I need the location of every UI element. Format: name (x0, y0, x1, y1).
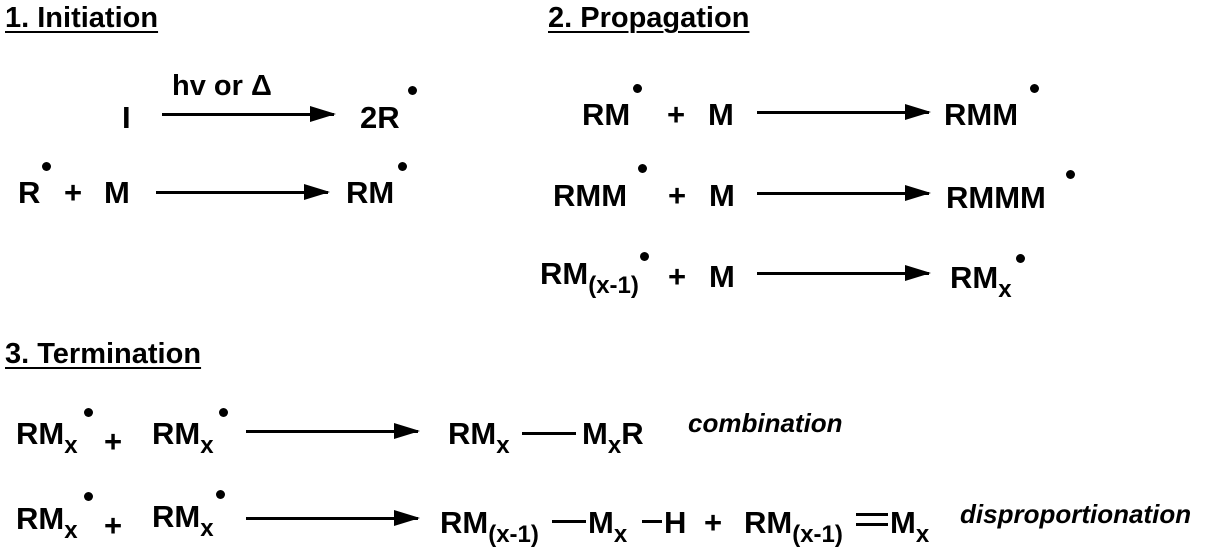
initiator-label: I (122, 100, 131, 135)
radical-dot (633, 84, 642, 93)
plus-sign: + (104, 508, 123, 543)
species-symbol: M (588, 505, 614, 540)
subscript: x (613, 521, 628, 548)
radical-reactant: RM(x-1) (540, 256, 639, 298)
plus-sign: + (667, 97, 686, 132)
subscript: x (200, 432, 214, 459)
product-radical: RM (346, 175, 395, 210)
reaction-type-label: combination (688, 408, 843, 438)
product-fragment: Mx (890, 505, 929, 547)
species-symbol: RM (448, 416, 497, 451)
heading-initiation: 1. Initiation (5, 2, 159, 34)
radical-dot (1030, 84, 1039, 93)
single-bond (522, 432, 576, 435)
species-symbol: RM (152, 499, 201, 534)
radical-reactant: RMx (152, 499, 214, 541)
radical-dot (84, 492, 93, 501)
single-bond (552, 520, 586, 523)
subscript: x (64, 432, 78, 459)
monomer: M (709, 259, 735, 294)
radical-dot (219, 408, 228, 417)
product-fragment: RM(x-1) (744, 505, 843, 547)
product-radical: RMMM (946, 180, 1046, 215)
radical-dot (42, 162, 51, 171)
radical-dot (216, 490, 225, 499)
subscript: (x-1) (488, 521, 539, 548)
plus-sign: + (704, 505, 723, 540)
heading-termination: 3. Termination (5, 338, 202, 370)
monomer: M (708, 97, 734, 132)
product-fragment: Mx (588, 505, 627, 547)
reaction-arrow (757, 185, 931, 201)
plus-sign: + (668, 259, 687, 294)
subscript: (x-1) (588, 272, 639, 299)
species-symbol: RM (152, 416, 201, 451)
species-symbol: RM (540, 256, 589, 291)
radical-reactant: RMx (16, 416, 78, 458)
reaction-arrow (246, 510, 420, 526)
radical-dot (84, 408, 93, 417)
species-symbol: M (582, 416, 608, 451)
species-symbol: RM (950, 260, 999, 295)
species-symbol: R (621, 416, 644, 451)
subscript: x (200, 515, 214, 542)
product-fragment: H (664, 505, 687, 540)
reaction-arrow (162, 106, 336, 122)
subscript: (x-1) (792, 521, 843, 548)
product-fragment: RMx (448, 416, 510, 458)
species-symbol: RM (744, 505, 793, 540)
reaction-type-label: disproportionation (960, 499, 1192, 529)
product-fragment: RM(x-1) (440, 505, 539, 547)
subscript: x (64, 517, 78, 544)
product-radical: RMx (950, 260, 1012, 302)
heading-propagation: 2. Propagation (548, 2, 750, 34)
subscript: x (607, 432, 622, 459)
plus-sign: + (64, 175, 83, 210)
species-symbol: RM (16, 416, 65, 451)
product-radical: RMM (944, 97, 1019, 132)
reaction-arrow (757, 104, 931, 120)
radical-dot (398, 162, 407, 171)
radical-dot (408, 86, 417, 95)
radical-reactant: RMM (553, 178, 628, 213)
radical-dot (640, 252, 649, 261)
subscript: x (915, 521, 930, 548)
radical-dot (638, 164, 647, 173)
radical-dot (1066, 170, 1075, 179)
double-bond-upper (856, 513, 888, 516)
species-symbol: RM (440, 505, 489, 540)
reaction-arrow (757, 265, 931, 281)
monomer: M (709, 178, 735, 213)
reaction-condition: hv or Δ (172, 70, 272, 102)
subscript: x (496, 432, 510, 459)
product-fragment: MxR (582, 416, 644, 458)
radical-reactant: R (18, 175, 41, 210)
plus-sign: + (104, 424, 123, 459)
monomer: M (104, 175, 130, 210)
single-bond (642, 520, 662, 523)
radical-reactant: RMx (16, 501, 78, 543)
radical-reactant: RM (582, 97, 631, 132)
product-radical: 2R (360, 100, 400, 135)
species-symbol: RM (16, 501, 65, 536)
reaction-arrow (156, 184, 330, 200)
double-bond-lower (856, 523, 888, 526)
reaction-arrow (246, 423, 420, 439)
plus-sign: + (668, 178, 687, 213)
radical-reactant: RMx (152, 416, 214, 458)
species-symbol: M (890, 505, 916, 540)
subscript: x (998, 276, 1012, 303)
radical-dot (1016, 254, 1025, 263)
